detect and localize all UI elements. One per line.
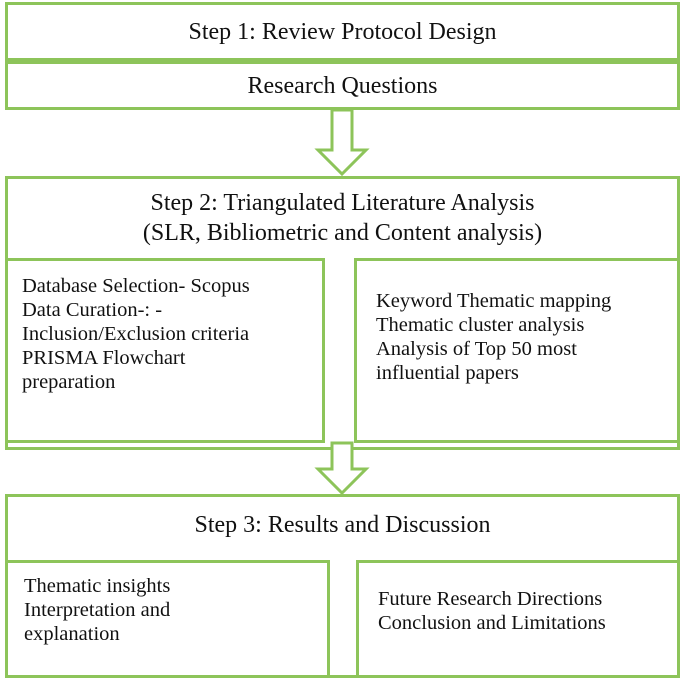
step3-title-text: Step 3: Results and Discussion (194, 512, 491, 538)
step2-right-box: Keyword Thematic mapping Thematic cluste… (354, 258, 680, 443)
step2-left-box: Database Selection- Scopus Data Curation… (5, 258, 325, 443)
step3-left-list: Thematic insights Interpretation and exp… (24, 574, 170, 646)
down-arrow-2 (314, 441, 370, 496)
step2-right-list: Keyword Thematic mapping Thematic cluste… (376, 289, 611, 385)
list-item: Interpretation and (24, 599, 171, 621)
list-item: Thematic insights (24, 575, 171, 597)
step2-left-list: Database Selection- Scopus Data Curation… (22, 274, 250, 394)
step3-left-box: Thematic insights Interpretation and exp… (5, 560, 330, 678)
list-item: Inclusion/Exclusion criteria (22, 323, 250, 345)
list-item: Keyword Thematic mapping (376, 290, 612, 312)
step1-title-box: Step 1: Review Protocol Design (5, 2, 680, 61)
list-item: Future Research Directions (378, 588, 603, 610)
step3-right-list: Future Research Directions Conclusion an… (378, 587, 606, 635)
list-item: Thematic cluster analysis (376, 314, 585, 336)
list-item: Database Selection- Scopus (22, 275, 250, 297)
list-item: PRISMA Flowchart (22, 347, 186, 369)
list-item: influential papers (376, 362, 519, 384)
down-arrow-1 (314, 108, 370, 177)
list-item: preparation (22, 371, 116, 393)
step2-title: Step 2: Triangulated Literature Analysis… (5, 188, 680, 248)
list-item: explanation (24, 623, 120, 645)
step1-sub-box: Research Questions (5, 61, 680, 110)
research-questions-label: Research Questions (247, 72, 438, 99)
step1-title: Step 1: Review Protocol Design (188, 18, 497, 45)
step3-right-box: Future Research Directions Conclusion an… (356, 560, 680, 678)
step2-title-line1: Step 2: Triangulated Literature Analysis (150, 190, 535, 216)
step3-title: Step 3: Results and Discussion (5, 510, 680, 540)
list-item: Conclusion and Limitations (378, 612, 606, 634)
list-item: Analysis of Top 50 most (376, 338, 577, 360)
list-item: Data Curation-: - (22, 299, 163, 321)
step2-title-line2: (SLR, Bibliometric and Content analysis) (142, 220, 543, 246)
